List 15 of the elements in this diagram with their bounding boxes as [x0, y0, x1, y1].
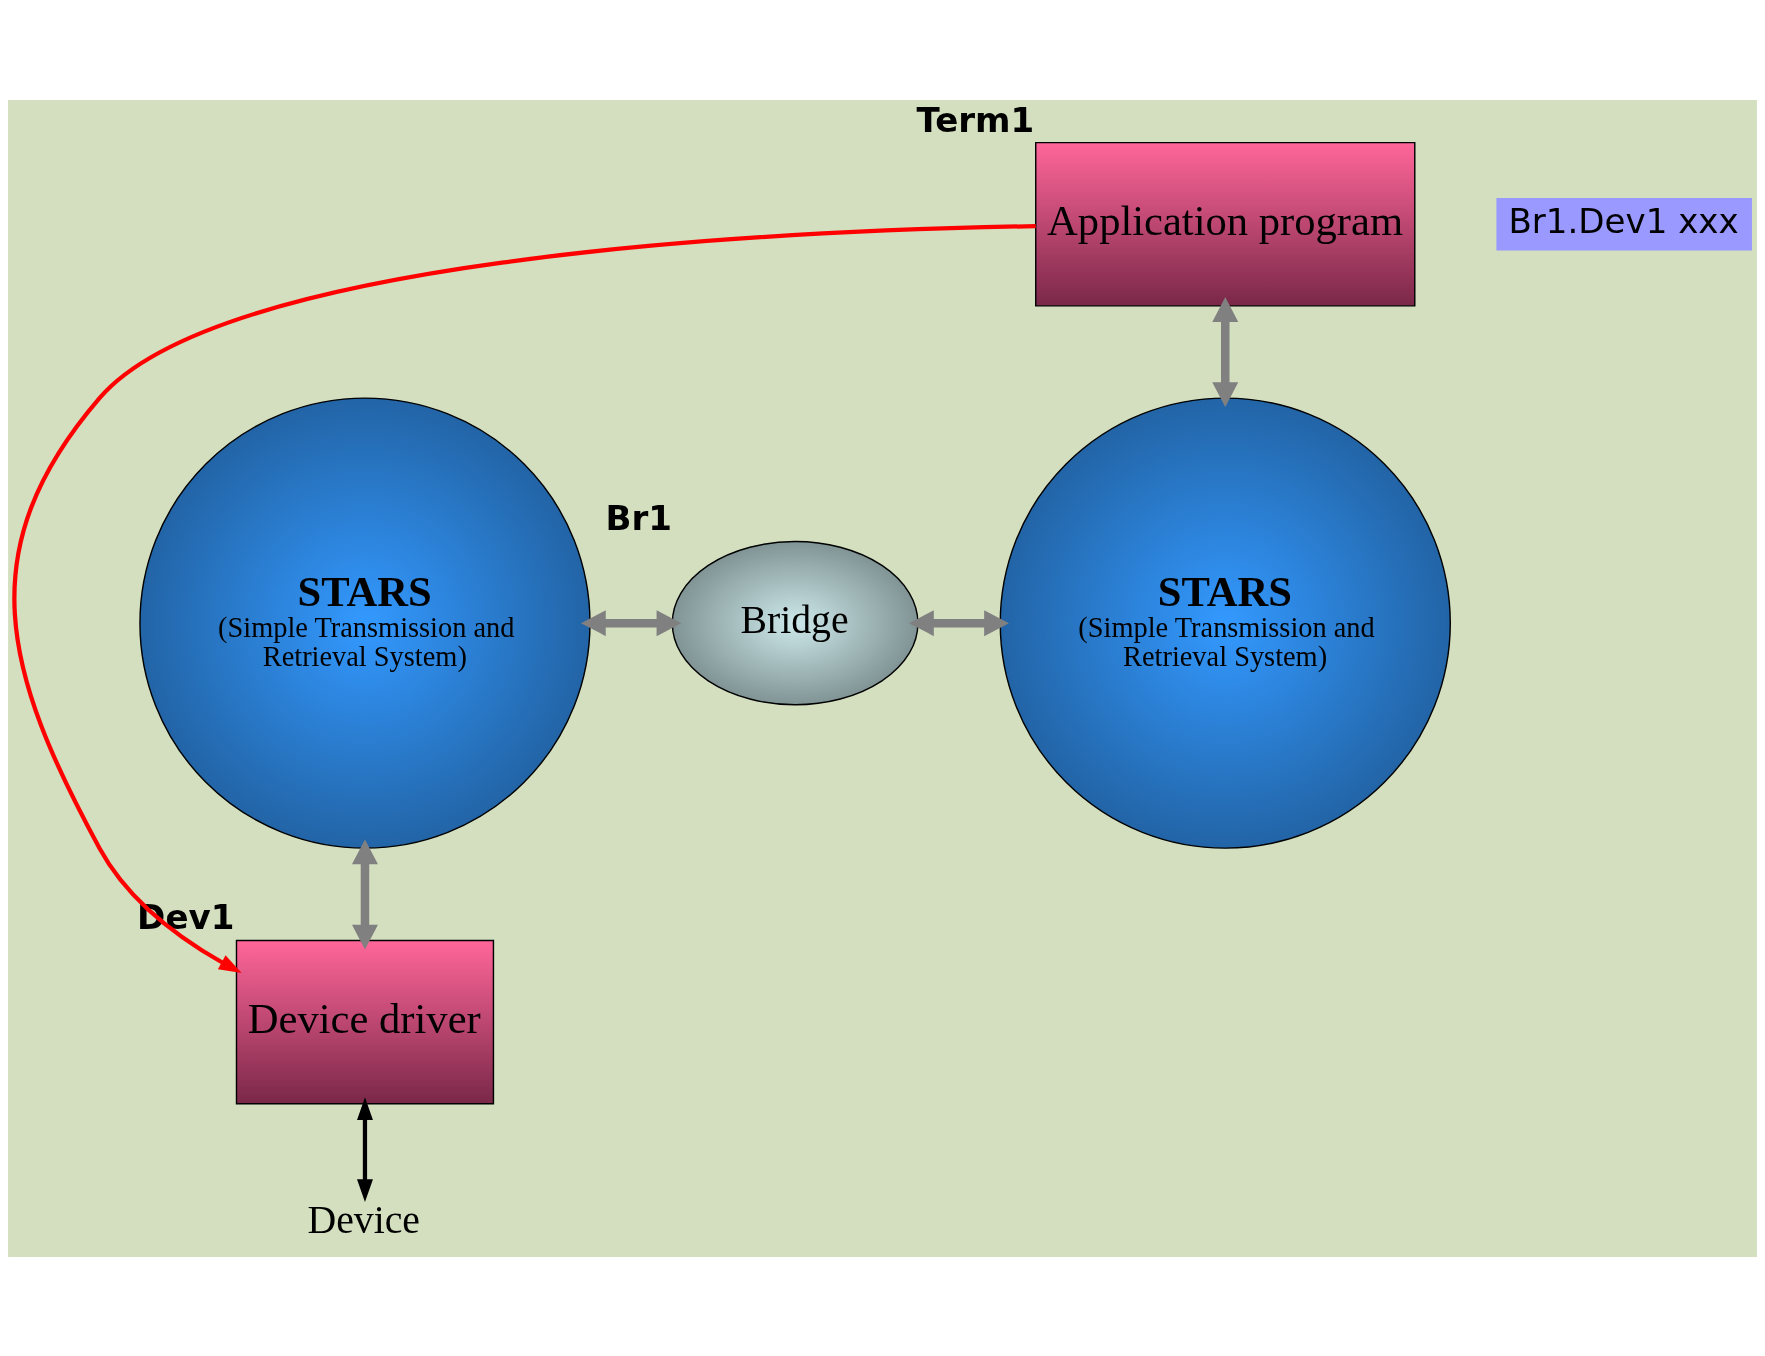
arrow [580, 609, 682, 636]
node-label: Br1 [605, 497, 673, 538]
node-ellipse: Bridge [671, 540, 919, 705]
arrow [909, 609, 1009, 636]
arrow [357, 1096, 373, 1202]
arrow [12, 223, 1036, 973]
node-label: Term1 [916, 99, 1035, 140]
node-text: Device [307, 1197, 420, 1242]
node-circle: STARS (Simple Transmission and Retrieval System) [999, 396, 1451, 849]
node-box: Application program [1035, 141, 1416, 307]
arrow [1212, 296, 1239, 407]
arrow [351, 838, 378, 949]
node-box: Br1.Dev1 xxx [1496, 197, 1752, 250]
node-circle: STARS (Simple Transmission and Retrieval System) [139, 396, 591, 849]
node-box: Device driver [235, 939, 495, 1104]
